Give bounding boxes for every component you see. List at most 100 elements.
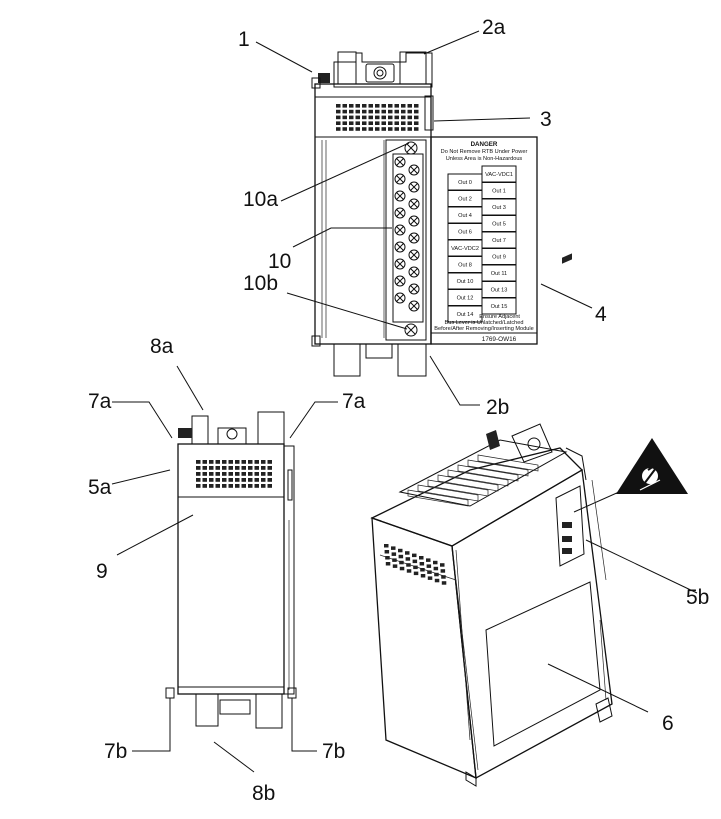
vent-slot	[355, 109, 360, 114]
terminal-screw	[408, 283, 420, 295]
vent-slot	[261, 478, 266, 482]
vent-slot	[426, 558, 431, 562]
vent-slot	[261, 484, 266, 488]
terminal-screw	[408, 249, 420, 261]
vent-slot	[434, 572, 439, 577]
vent-slot	[375, 121, 380, 125]
vent-slot	[375, 109, 380, 114]
terminal-screw	[394, 173, 406, 185]
front-vent-grille	[384, 544, 447, 585]
vent-slot	[228, 478, 233, 482]
top-rib	[427, 479, 489, 497]
vent-slot	[401, 121, 406, 125]
vent-slot	[349, 104, 354, 108]
vent-slot	[407, 104, 412, 108]
vent-slot	[401, 115, 406, 120]
terminal-screw	[394, 156, 406, 168]
vent-slot	[401, 104, 406, 108]
vent-slot	[254, 472, 259, 476]
vent-slot	[355, 104, 360, 108]
vent-slot	[405, 557, 411, 561]
vent-slot	[215, 478, 220, 482]
vent-slot	[267, 478, 272, 482]
vent-slot	[414, 127, 419, 131]
vent-slot	[228, 466, 233, 470]
vent-slot	[388, 115, 393, 120]
right-terminal-text: Out 11	[491, 271, 507, 277]
vent-slot	[254, 460, 259, 464]
side-bottom-latch	[195, 693, 283, 729]
door-footer-line-1: Ensure Adjacent	[479, 314, 520, 320]
vent-slot	[391, 546, 396, 550]
vent-slot	[336, 127, 341, 131]
esd-warning-icon	[616, 438, 688, 494]
front-view-module	[311, 51, 434, 377]
callout-7a-right: 7a	[342, 390, 366, 413]
removable-terminal-block	[385, 139, 427, 341]
vent-slot	[406, 569, 412, 573]
vent-slot	[407, 121, 412, 125]
vent-slot	[441, 575, 446, 579]
vent-slot	[355, 121, 360, 125]
vent-slot	[215, 484, 220, 488]
vent-slot	[222, 460, 227, 464]
vent-slot	[413, 571, 419, 576]
vent-slot	[202, 460, 207, 464]
vent-slot	[355, 127, 360, 131]
terminal-screw	[394, 258, 406, 270]
terminal-screw	[408, 266, 420, 278]
callout-7b-left: 7b	[104, 740, 127, 763]
door-footer-line-3: Before/After Removing/Inserting Module	[434, 326, 534, 332]
vent-slot	[342, 127, 347, 131]
vent-slot	[368, 127, 373, 131]
vent-slot	[248, 460, 253, 464]
vent-slot	[209, 466, 214, 470]
vent-slot	[349, 121, 354, 125]
terminal-screw	[408, 164, 420, 176]
callout-3: 3	[540, 108, 552, 131]
screw-slot	[410, 251, 418, 259]
vent-slot	[248, 472, 253, 476]
vent-slot	[362, 104, 367, 108]
vent-slot	[381, 109, 386, 114]
screw-slot	[410, 166, 418, 174]
vent-slot	[222, 478, 227, 482]
side-vent-grille	[196, 460, 272, 488]
rtb-bottom-screw	[404, 323, 418, 337]
top-rib	[447, 469, 509, 487]
vent-slot	[368, 115, 373, 120]
terminal-screw	[394, 207, 406, 219]
vent-slot	[254, 478, 259, 482]
vent-slot	[381, 104, 386, 108]
right-terminal-text: VAC-VDC1	[485, 172, 513, 178]
vent-slot	[426, 564, 432, 568]
vent-slot	[241, 484, 246, 488]
left-terminal-text: Out 10	[457, 279, 474, 285]
vent-slot	[391, 552, 397, 556]
vent-slot	[419, 562, 425, 566]
vent-slot	[392, 564, 398, 568]
vent-slot	[196, 484, 201, 488]
vent-slot	[241, 460, 246, 464]
side-top-latch	[191, 411, 285, 445]
vent-slot	[235, 460, 240, 464]
vent-slot	[405, 551, 410, 555]
vent-slot	[407, 127, 412, 131]
top-rib	[437, 474, 499, 492]
vent-slot	[401, 127, 406, 131]
danger-line-1: Do Not Remove RTB Under Power	[441, 149, 528, 155]
vent-slot	[222, 472, 227, 476]
vent-slot	[441, 581, 447, 585]
vent-slot	[381, 121, 386, 125]
vent-slot	[412, 553, 417, 558]
callout-5b: 5b	[686, 586, 709, 609]
terminal-screw	[394, 275, 406, 287]
vent-slot	[355, 115, 360, 120]
terminal-screw	[408, 232, 420, 244]
vent-slot	[407, 115, 412, 120]
vent-slot	[342, 121, 347, 125]
callout-10: 10	[268, 250, 291, 273]
screw-slot	[396, 260, 404, 268]
vent-slot	[248, 478, 253, 482]
